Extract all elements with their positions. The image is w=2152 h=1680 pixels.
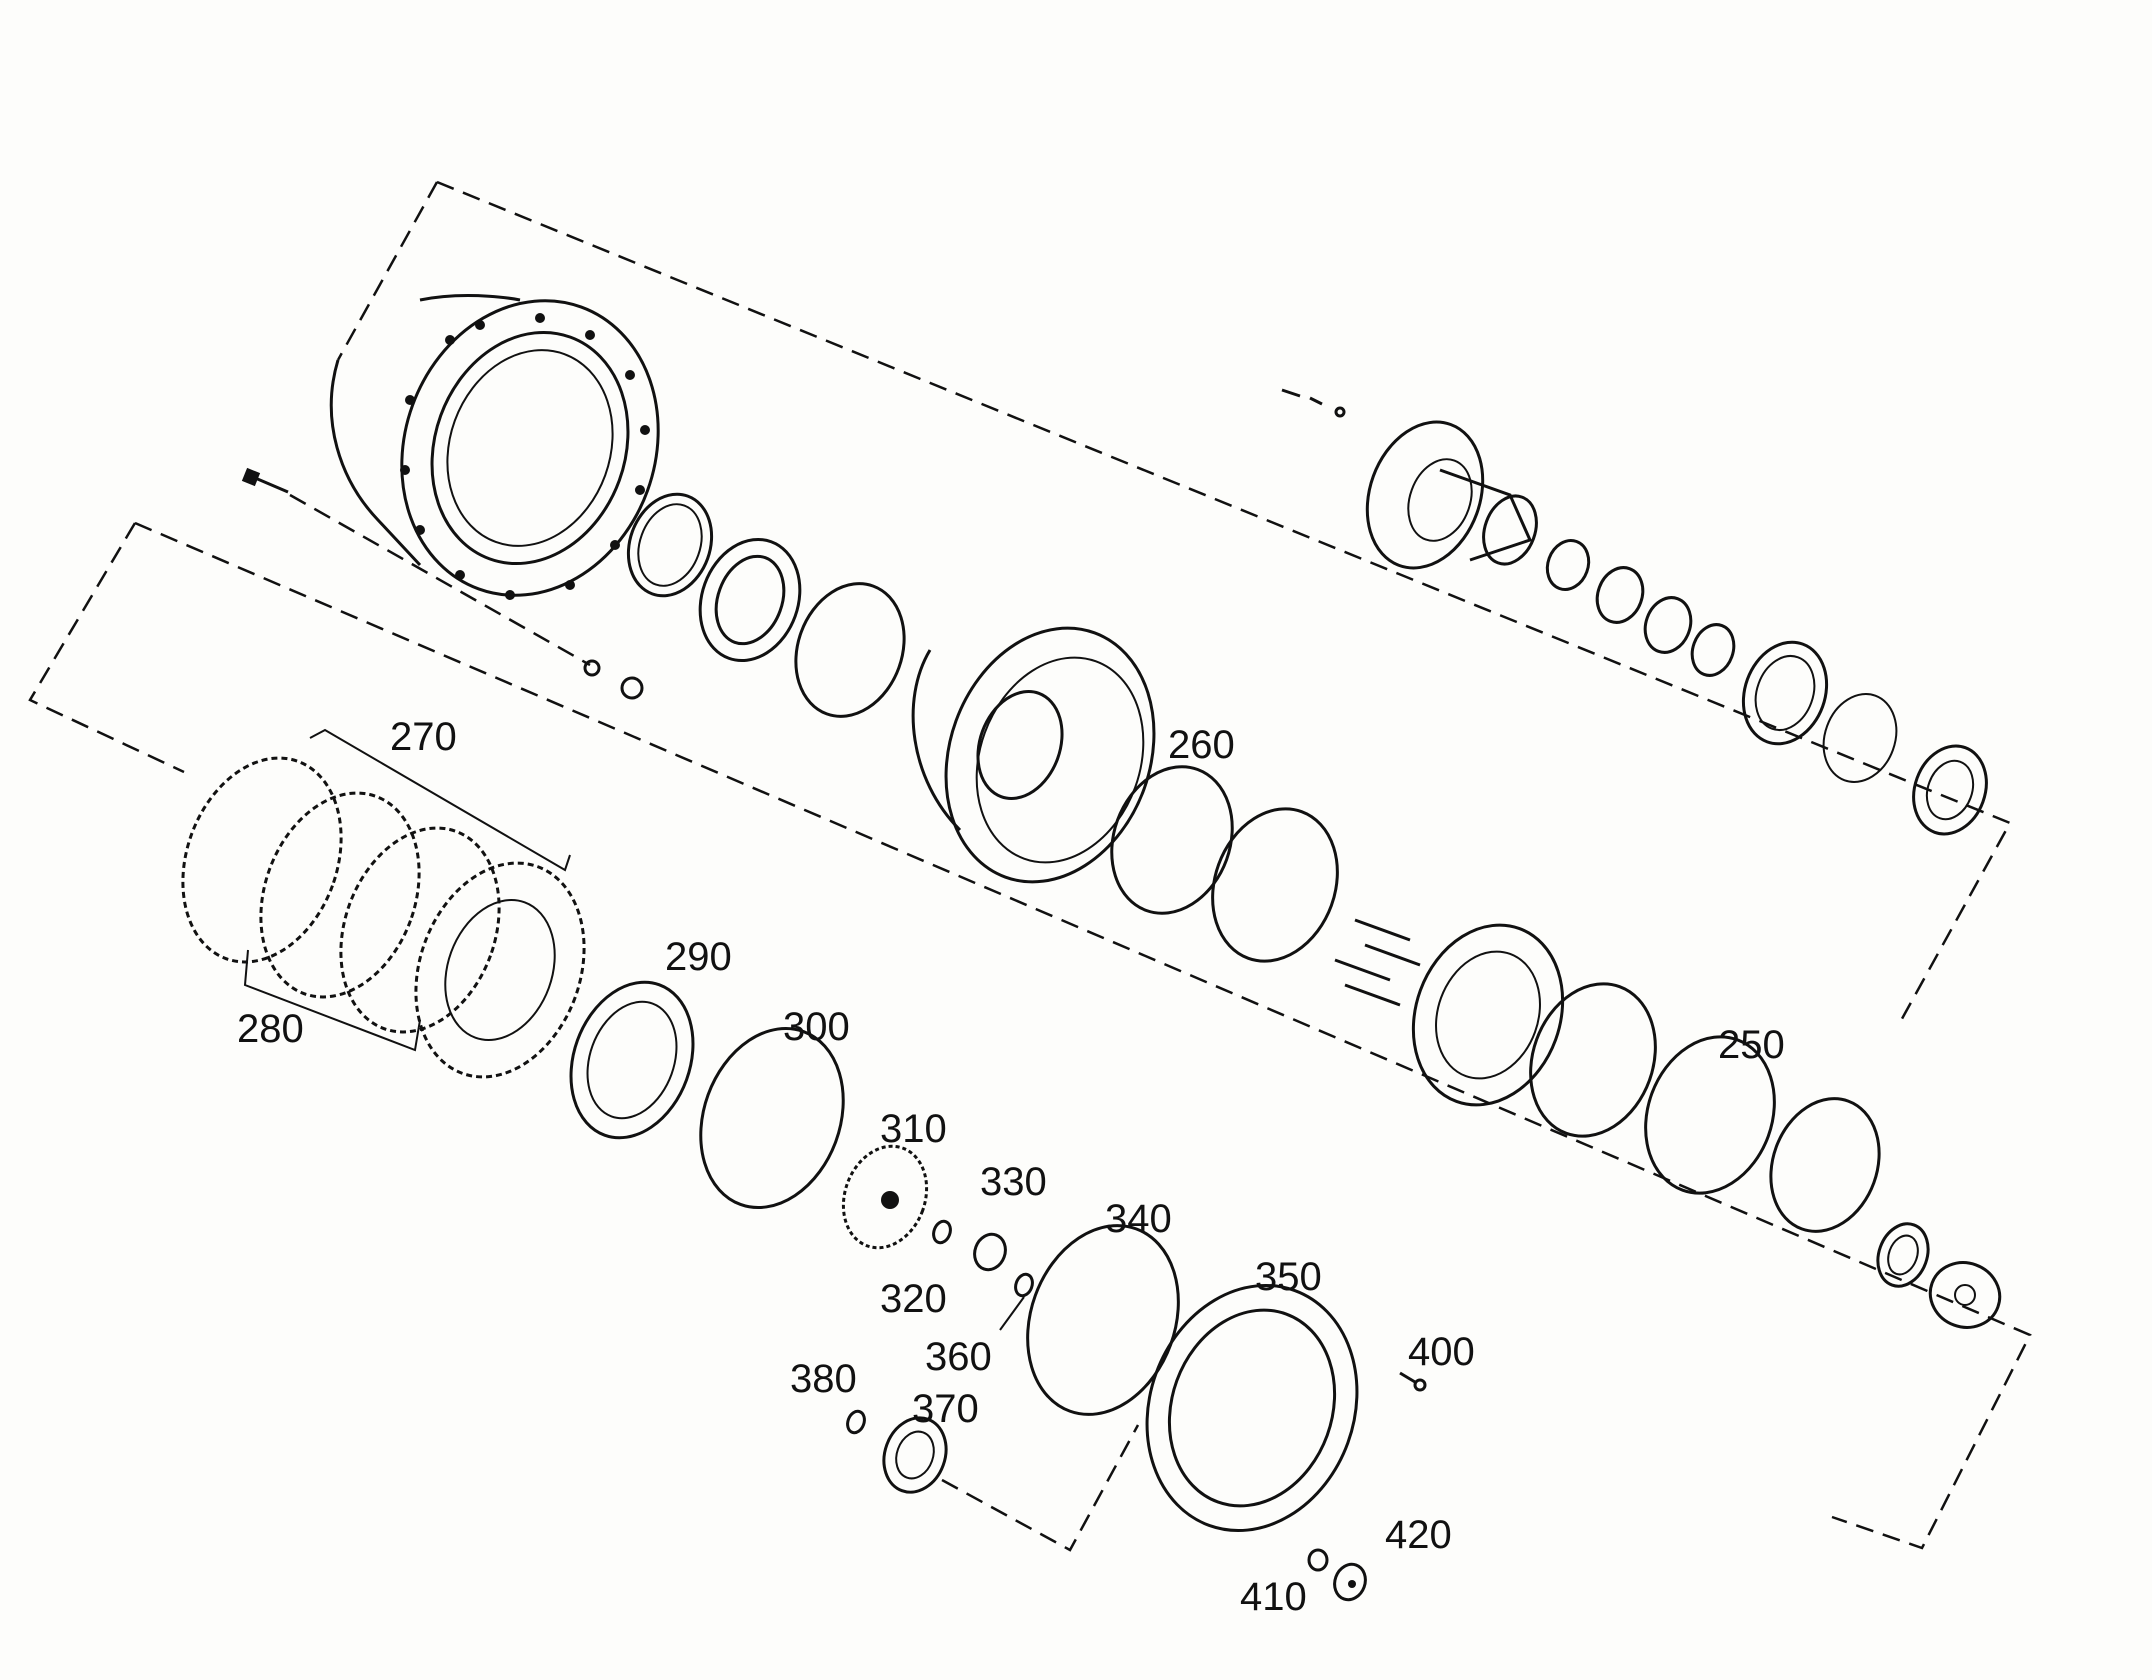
hub-seal <box>1545 539 1591 591</box>
bolt-400 <box>1399 1371 1427 1392</box>
lower-washer <box>1928 1261 2002 1329</box>
hub-bearing <box>1741 640 1829 746</box>
callout-260: 260 <box>1168 723 1235 767</box>
ring-380 <box>846 1409 866 1435</box>
callout-280: 280 <box>237 1007 304 1051</box>
snap-ring-300 <box>699 1026 845 1210</box>
ring-320 <box>932 1219 952 1245</box>
housing-bolt-holes <box>400 313 650 600</box>
callout-300: 300 <box>783 1005 850 1049</box>
ring-gear-drum <box>911 626 1156 884</box>
snap-ring-upper <box>794 582 906 718</box>
disc-340 <box>1026 1224 1180 1416</box>
pressure-plate-290 <box>569 980 695 1140</box>
housing-bolt <box>241 467 644 700</box>
callout-420: 420 <box>1385 1513 1452 1557</box>
callout-380: 380 <box>790 1357 857 1401</box>
lower-nut <box>1876 1222 1930 1288</box>
piston-carrier <box>1334 918 1565 1107</box>
callout-labels: 270 260 280 290 300 310 250 330 340 320 … <box>237 715 1785 1619</box>
sun-gear-310 <box>841 1144 929 1250</box>
lower-assembly-outline <box>28 521 2032 1552</box>
callout-270: 270 <box>390 715 457 759</box>
bearing-race <box>626 492 714 598</box>
hub-shim <box>1822 693 1898 783</box>
callout-340: 340 <box>1105 1197 1172 1241</box>
ring-250c <box>1769 1097 1881 1233</box>
callout-330: 330 <box>980 1160 1047 1204</box>
hub-nut <box>1912 744 1988 836</box>
taper-bearing <box>698 537 802 663</box>
ring-410 <box>1307 1548 1329 1572</box>
callout-400: 400 <box>1408 1330 1475 1374</box>
ring-250 <box>1644 1035 1776 1195</box>
hub-ring-3 <box>1690 623 1736 677</box>
output-hub <box>1281 388 1538 570</box>
housing-part <box>329 294 660 600</box>
ring-260 <box>1110 765 1234 915</box>
callout-250: 250 <box>1718 1023 1785 1067</box>
callout-350: 350 <box>1255 1255 1322 1299</box>
seal-360 <box>1014 1272 1034 1298</box>
ring-250a <box>1529 982 1657 1138</box>
plug-420 <box>1333 1562 1367 1602</box>
upper-assembly-outline <box>336 180 2012 1027</box>
cover-350 <box>1145 1283 1359 1533</box>
leader-360 <box>999 1296 1025 1331</box>
clutch-pack <box>181 728 586 1079</box>
plug-330 <box>973 1232 1007 1272</box>
bearing-370 <box>882 1416 948 1494</box>
callout-360: 360 <box>925 1335 992 1379</box>
callout-310: 310 <box>880 1107 947 1151</box>
hub-ring-1 <box>1595 566 1645 624</box>
hub-ring-2 <box>1643 596 1693 654</box>
callout-320: 320 <box>880 1277 947 1321</box>
callout-290: 290 <box>665 935 732 979</box>
callout-370: 370 <box>912 1387 979 1431</box>
ring-260b <box>1211 807 1339 963</box>
callout-410: 410 <box>1240 1575 1307 1619</box>
